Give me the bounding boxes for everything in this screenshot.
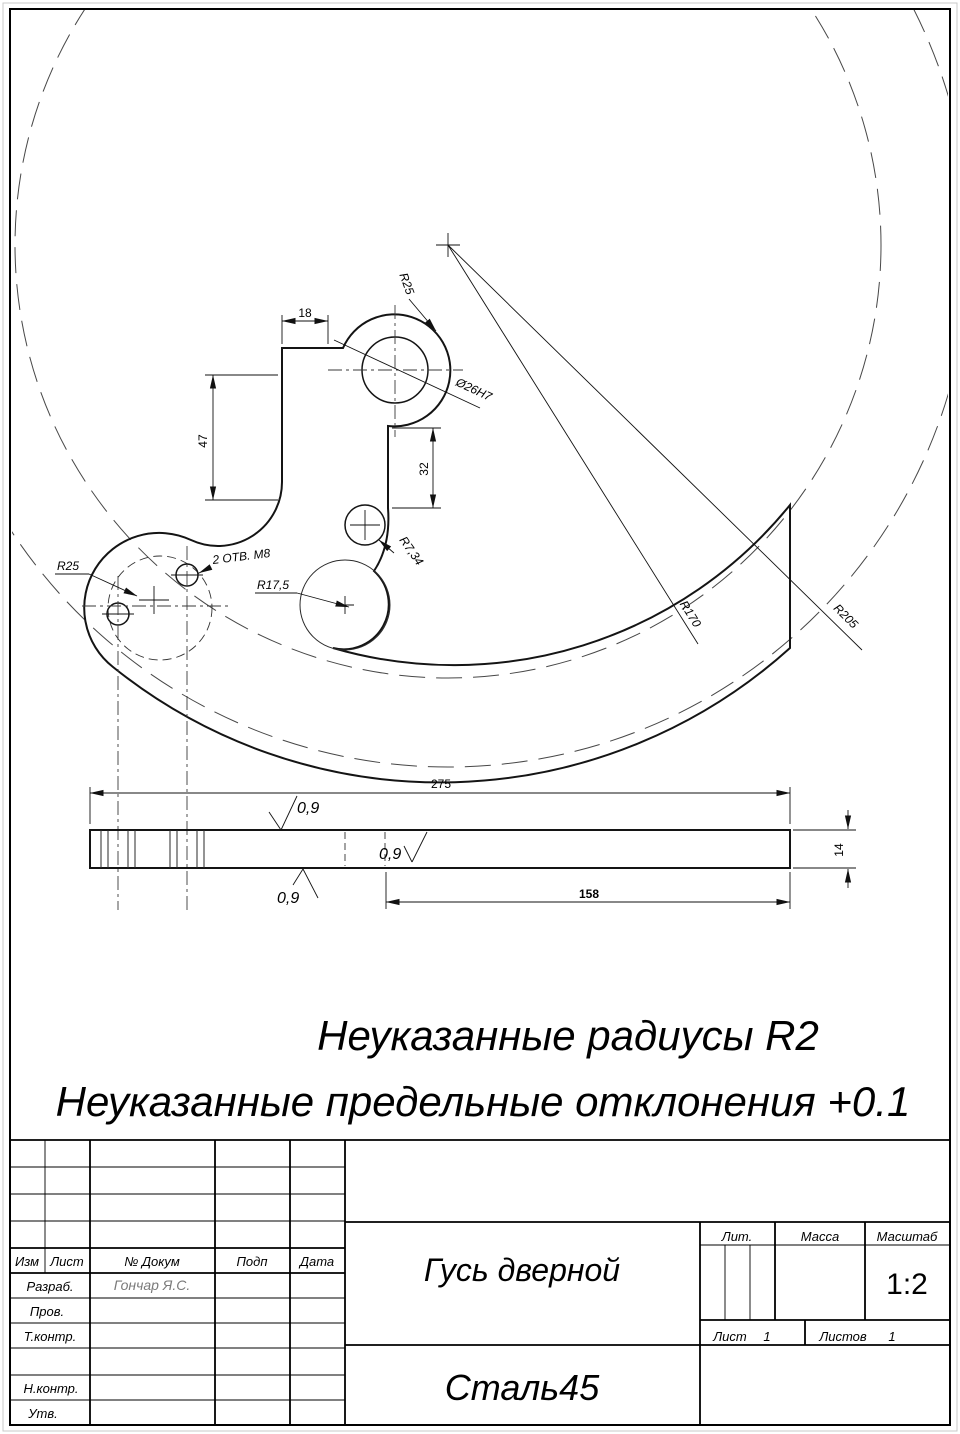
- roughness-marks: 0,9 0,9 0,9: [268, 795, 428, 907]
- sheet-no: 1: [763, 1329, 770, 1344]
- bore-label: Ø26Н7: [453, 375, 495, 405]
- row-utv: Утв.: [27, 1406, 58, 1421]
- col-doc: № Докум: [124, 1254, 180, 1269]
- dim-18: 18: [281, 306, 329, 344]
- razrab-name: Гончар Я.С.: [114, 1277, 190, 1293]
- roughness-bottom: 0,9: [277, 890, 299, 907]
- part-title: Гусь дверной: [424, 1252, 620, 1288]
- dim-32-value: 32: [417, 462, 431, 476]
- part-outline: [83, 313, 791, 784]
- dim-275-value: 275: [431, 777, 451, 791]
- col-podp: Подп: [237, 1254, 268, 1269]
- dim-275: 275: [89, 777, 791, 824]
- dim-32: 32: [392, 427, 441, 509]
- arc-r170: [14, 10, 882, 679]
- row-prov: Пров.: [30, 1304, 64, 1319]
- dim-47: 47: [196, 374, 278, 501]
- r17-5-label: R17,5: [257, 578, 289, 592]
- sheets-no: 1: [888, 1329, 895, 1344]
- note-line2: Неуказанные предельные отклонения +0.1: [56, 1078, 911, 1125]
- side-view-outline: [89, 829, 791, 869]
- notes: Неуказанные радиусы R2 Неуказанные преде…: [56, 1012, 911, 1125]
- dim-47-value: 47: [196, 434, 210, 448]
- row-razrab: Разраб.: [26, 1279, 73, 1294]
- main-view: 18 47 32 R25 Ø26Н7 R7,34 R17,5: [55, 271, 791, 910]
- side-view: 275 158 14 0,9 0,9 0,9: [89, 777, 856, 909]
- roughness-top: 0,9: [297, 800, 319, 817]
- centerlines: [82, 305, 463, 910]
- frame-border: [9, 8, 951, 1426]
- r17-circle: [299, 559, 391, 651]
- r170-leader: [447, 244, 699, 645]
- col-list: Лист: [49, 1254, 84, 1269]
- holes-m8-label: 2 ОТВ. М8: [211, 546, 272, 567]
- title-block: Изм Лист № Докум Подп Дата Разраб. Гонча…: [10, 1139, 950, 1425]
- side-view-features: [100, 830, 386, 868]
- r7-circle: [344, 504, 386, 546]
- lit-label: Лит.: [721, 1229, 752, 1244]
- sheet-label: Лист: [712, 1329, 747, 1344]
- r170-label: R170: [677, 598, 704, 630]
- lobe-dashed-circle: [107, 555, 213, 661]
- r205-label: R205: [831, 601, 861, 631]
- material: Сталь45: [445, 1367, 600, 1408]
- radius-labels: R25 Ø26Н7 R7,34 R17,5 R25 2 ОТВ. М8: [55, 271, 495, 608]
- dim-14-value: 14: [832, 843, 846, 857]
- arc-r205: [12, 10, 948, 768]
- r205-leader: [447, 244, 863, 651]
- dim-14: 14: [793, 810, 856, 888]
- row-tkontr: Т.контр.: [24, 1329, 76, 1344]
- dim-158: 158: [385, 872, 791, 909]
- massa-label: Масса: [801, 1229, 839, 1244]
- roughness-middle: 0,9: [379, 846, 401, 863]
- col-izm: Изм: [15, 1254, 39, 1269]
- r25-left-label: R25: [57, 559, 79, 573]
- masshtab-label: Масштаб: [877, 1229, 938, 1244]
- r7-34-label: R7,34: [397, 534, 427, 569]
- dim-158-value: 158: [579, 887, 599, 901]
- scale-value: 1:2: [886, 1268, 928, 1301]
- row-nkontr: Н.контр.: [23, 1381, 78, 1396]
- sheets-label: Листов: [818, 1329, 867, 1344]
- note-line1: Неуказанные радиусы R2: [317, 1012, 819, 1059]
- col-data: Дата: [298, 1254, 334, 1269]
- dim-18-value: 18: [298, 306, 312, 320]
- r25-top-label: R25: [396, 271, 417, 297]
